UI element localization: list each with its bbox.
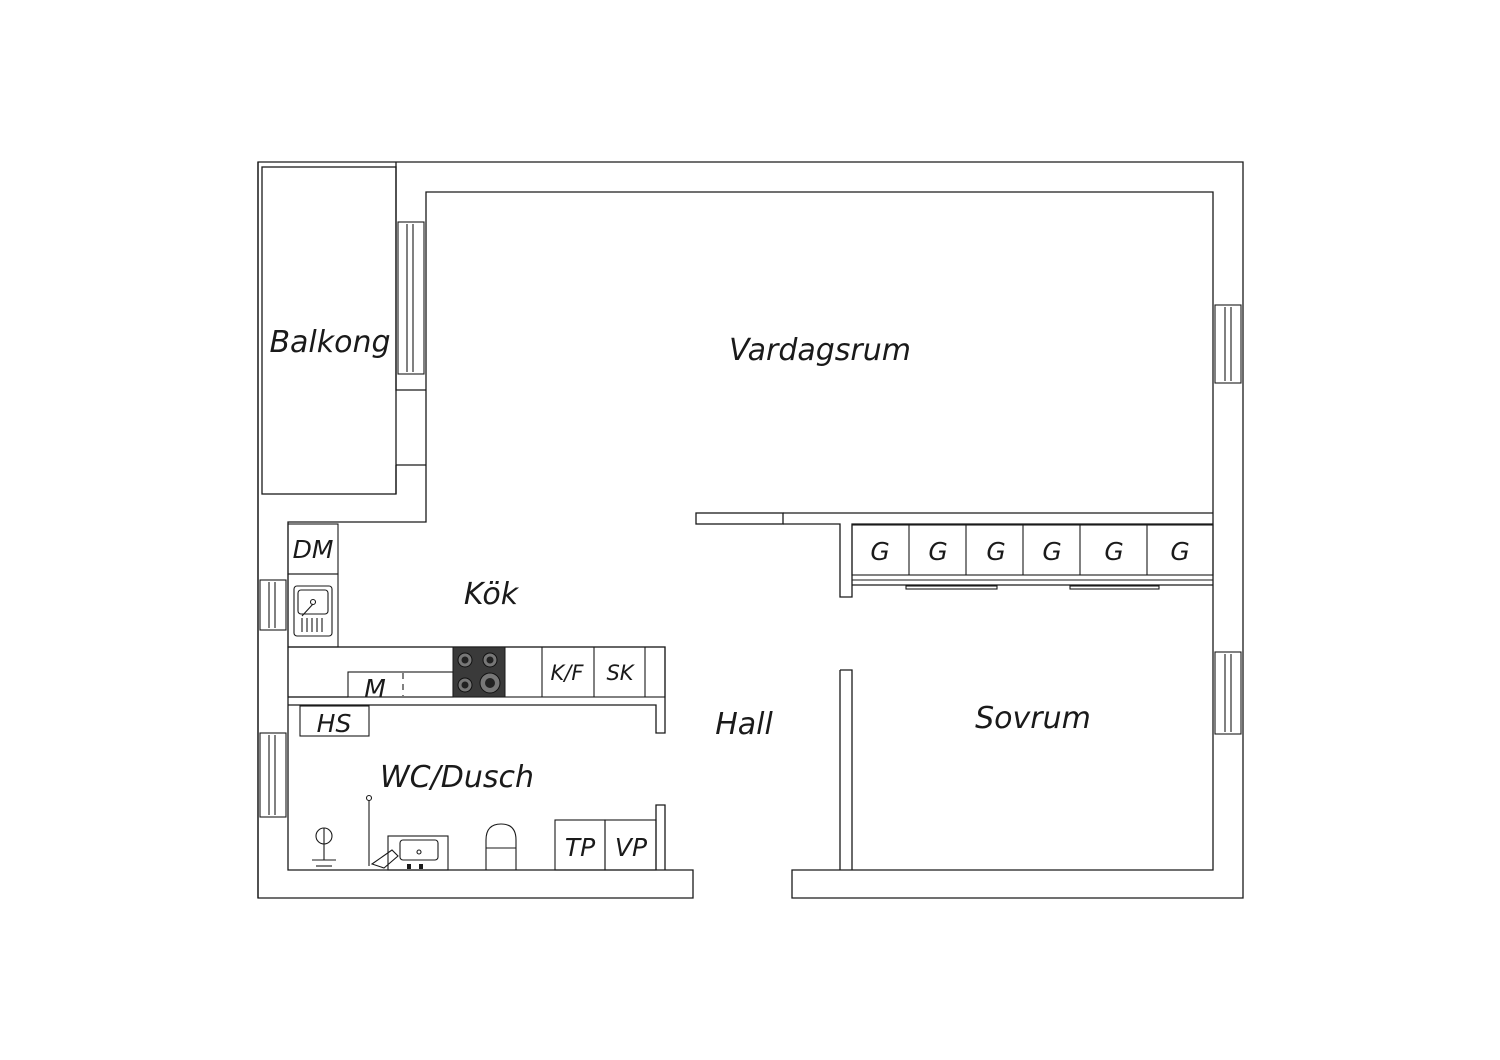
room-label-kok: Kök: [464, 577, 520, 612]
window-bedroom: [1214, 651, 1242, 735]
wardrobe-label: G: [986, 537, 1005, 566]
toilet-icon: [485, 823, 517, 870]
wardrobe-label: G: [1170, 537, 1189, 566]
washer-label: TP: [565, 833, 596, 862]
cabinet-label: SK: [606, 661, 635, 685]
interior-walls: [288, 512, 1213, 870]
room-label-vardagsrum: Vardagsrum: [729, 333, 911, 368]
windows: [259, 221, 1242, 818]
shower-icon: [312, 794, 373, 867]
wardrobe-label: G: [1104, 537, 1123, 566]
wardrobe-label: G: [1042, 537, 1061, 566]
fridge-freezer-label: K/F: [551, 661, 585, 685]
room-labels: Balkong Vardagsrum Kök Hall Sovrum WC/Du…: [269, 325, 1090, 795]
wardrobe-label: G: [870, 537, 889, 566]
dishwasher-label: DM: [293, 535, 334, 564]
room-label-hall: Hall: [715, 707, 773, 742]
hat-shelf-label: HS: [317, 709, 352, 738]
room-label-sovrum: Sovrum: [975, 701, 1091, 736]
balcony: [261, 162, 426, 495]
window-balcony-door: [397, 221, 425, 375]
wardrobes: G G G G G G: [851, 524, 1214, 590]
wardrobe-label: G: [928, 537, 947, 566]
sink-icon: [293, 585, 333, 637]
bathroom-fixtures: HS TP VP: [299, 705, 657, 871]
window-bathroom: [259, 732, 287, 818]
stove-icon: [452, 646, 506, 698]
microwave-label: M: [364, 674, 386, 703]
window-living: [1214, 304, 1242, 384]
room-label-balkong: Balkong: [269, 325, 390, 360]
kitchen-fixtures: DM M K/F SK: [287, 523, 666, 703]
window-kitchen: [259, 579, 287, 631]
dryer-label: VP: [615, 833, 648, 862]
dryer: [604, 819, 657, 871]
outer-walls: [257, 161, 1244, 899]
hat-shelf: [299, 705, 370, 737]
washbasin-icon: [370, 835, 449, 871]
room-label-wc-dusch: WC/Dusch: [380, 760, 534, 795]
